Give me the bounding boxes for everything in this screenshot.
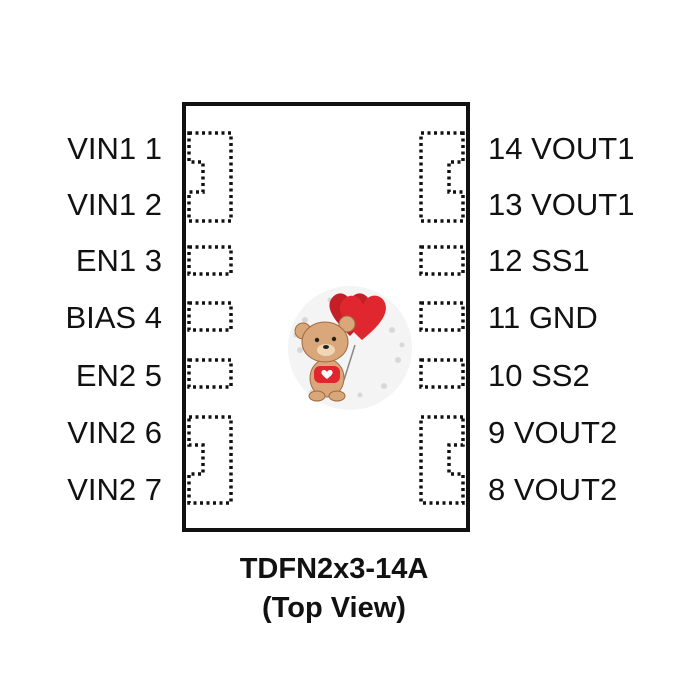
pad-pin-10	[419, 358, 465, 389]
pad-pin-4	[187, 301, 233, 332]
left-pin-label: BIAS 4	[65, 300, 162, 335]
right-pin-label: 14 VOUT1	[488, 131, 634, 166]
right-pads	[419, 131, 465, 505]
right-pin-label: 10 SS2	[488, 358, 590, 393]
left-pin-label: EN2 5	[76, 358, 162, 393]
pad-pin-11	[419, 301, 465, 332]
left-pin-label: VIN2 6	[67, 415, 162, 450]
right-pin-label: 11 GND	[488, 300, 598, 335]
view-label: (Top View)	[262, 592, 406, 624]
pad-pin-12	[419, 245, 465, 276]
right-pin-label: 12 SS1	[488, 243, 590, 278]
bear-eye-left	[314, 337, 320, 343]
left-pin-labels: VIN1 1 VIN1 2 EN1 3 BIAS 4 EN2 5 VIN2 6 …	[65, 131, 162, 507]
pad-pin-13-14	[419, 131, 465, 223]
pad-pin-3	[187, 245, 233, 276]
left-pads	[187, 131, 233, 505]
left-pin-label: VIN1 1	[67, 131, 162, 166]
bear-head	[301, 321, 349, 363]
balloon-string	[343, 344, 356, 381]
shirt-heart-icon	[321, 369, 333, 379]
pad-pin-5	[187, 358, 233, 389]
bear-foot-right	[328, 390, 346, 402]
bear-eye-right	[331, 336, 337, 342]
right-pin-label: 9 VOUT2	[488, 415, 617, 450]
left-pin-label: VIN1 2	[67, 187, 162, 222]
left-pin-label: VIN2 7	[67, 472, 162, 507]
left-pin-label: EN1 3	[76, 243, 162, 278]
bear-ear-right	[338, 315, 356, 333]
teddy-bear-logo	[288, 286, 412, 410]
right-pin-labels: 14 VOUT1 13 VOUT1 12 SS1 11 GND 10 SS2 9…	[488, 131, 634, 507]
right-pin-label: 13 VOUT1	[488, 187, 634, 222]
bear-foot-left	[308, 390, 326, 402]
pad-pin-1-2	[187, 131, 233, 223]
bear-muzzle	[317, 344, 335, 356]
right-pin-label: 8 VOUT2	[488, 472, 617, 507]
package-name: TDFN2x3-14A	[240, 553, 429, 585]
bear-nose	[323, 345, 329, 349]
